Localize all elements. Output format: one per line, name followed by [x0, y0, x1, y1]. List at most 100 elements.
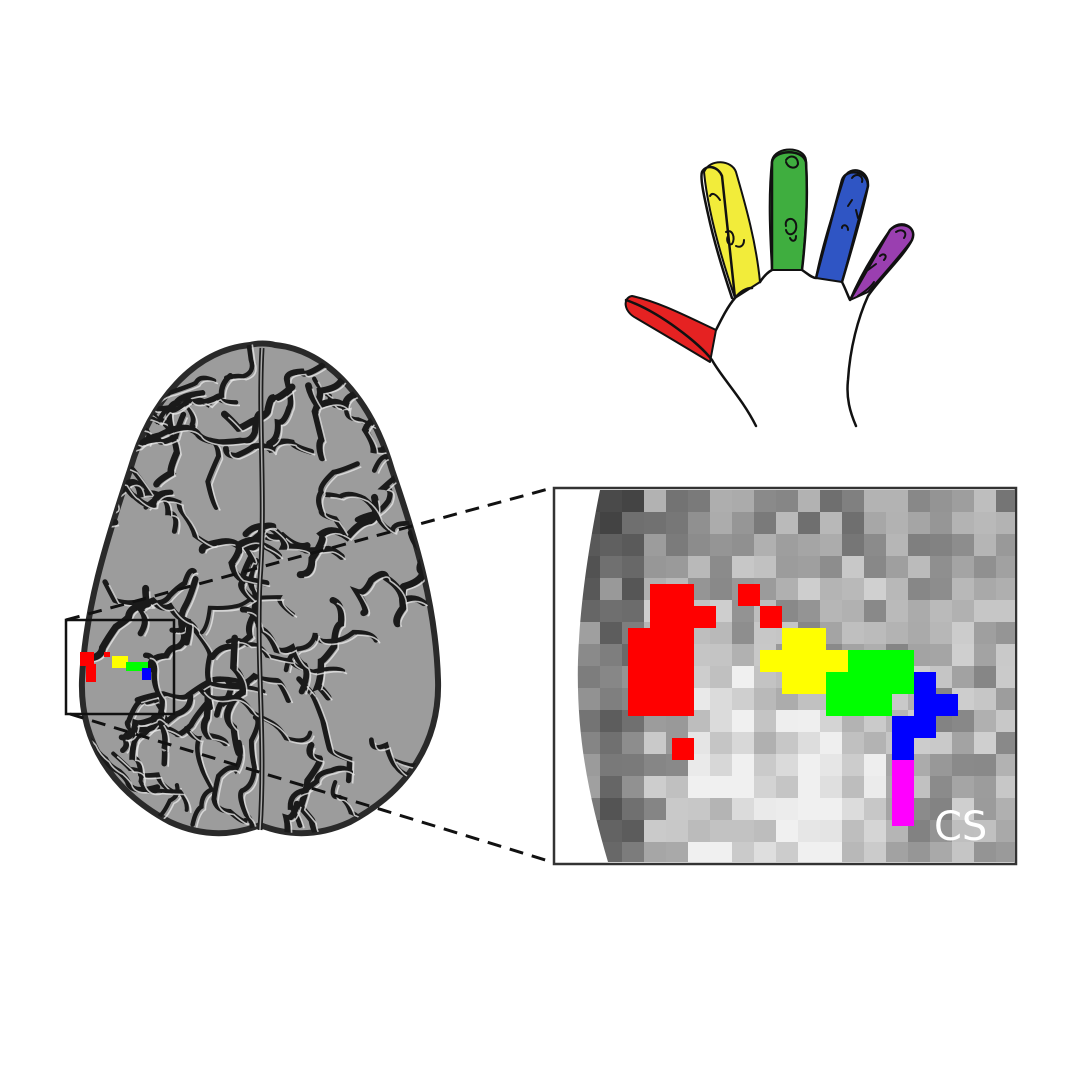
activation-voxel-thumb	[672, 628, 694, 650]
mri-voxel	[952, 666, 974, 688]
mri-voxel	[776, 820, 798, 842]
mri-voxel	[600, 798, 622, 820]
white-matter-line	[125, 699, 196, 742]
mri-voxel	[820, 798, 842, 820]
mri-voxel	[732, 512, 754, 534]
mri-voxel	[710, 776, 732, 798]
mri-voxel	[754, 820, 776, 842]
mri-voxel	[644, 820, 666, 842]
mri-voxel	[974, 842, 996, 862]
mri-voxel	[798, 710, 820, 732]
activation-voxel-thumb	[628, 694, 650, 716]
sulcus-line	[287, 765, 354, 828]
mri-voxel	[600, 556, 622, 578]
mri-voxel	[732, 644, 754, 666]
mri-voxel	[754, 754, 776, 776]
mri-voxel	[600, 710, 622, 732]
mri-voxel	[996, 644, 1015, 666]
mri-voxel	[644, 534, 666, 556]
mri-voxel	[578, 622, 600, 644]
white-matter-line	[359, 576, 429, 617]
mri-voxel	[886, 556, 908, 578]
mri-voxel	[996, 512, 1015, 534]
mri-voxel	[908, 490, 930, 512]
mri-voxel	[908, 578, 930, 600]
mri-voxel	[754, 534, 776, 556]
white-matter-line	[244, 527, 278, 603]
mri-voxel	[974, 578, 996, 600]
mri-voxel	[754, 710, 776, 732]
mri-voxel	[930, 556, 952, 578]
mri-voxel	[732, 776, 754, 798]
mri-voxel	[644, 776, 666, 798]
mri-voxel	[996, 732, 1015, 754]
mri-voxel	[600, 666, 622, 688]
activation-voxel-thumb	[650, 694, 672, 716]
mri-voxel	[908, 512, 930, 534]
mri-voxel	[930, 820, 952, 842]
mri-voxel	[974, 644, 996, 666]
finger-middle	[768, 148, 808, 271]
white-matter-line	[81, 516, 109, 556]
mri-voxel	[974, 600, 996, 622]
activation-voxel-ring	[936, 694, 958, 716]
white-matter-line	[249, 528, 347, 561]
activation-voxel-middle	[892, 650, 914, 672]
mri-voxel	[798, 578, 820, 600]
mri-voxel	[908, 534, 930, 556]
zoom-connector-lines	[65, 486, 553, 864]
sulcus-line	[223, 438, 315, 459]
activation-voxel-little	[892, 782, 914, 804]
mri-voxel	[842, 578, 864, 600]
mri-voxel	[710, 754, 732, 776]
mri-voxel	[732, 534, 754, 556]
white-matter-line	[230, 640, 248, 757]
mri-voxel	[776, 754, 798, 776]
mri-voxel	[600, 732, 622, 754]
zoom-inset: CS	[552, 486, 1018, 866]
mri-voxel	[996, 688, 1015, 710]
activation-voxel-middle	[870, 672, 892, 694]
white-matter-line	[143, 380, 219, 447]
mri-voxel	[864, 534, 886, 556]
mri-voxel	[820, 534, 842, 556]
mri-voxel	[842, 798, 864, 820]
mri-voxel	[622, 842, 644, 862]
mri-voxel	[710, 512, 732, 534]
activation-voxel-little	[892, 760, 914, 782]
mri-voxel	[886, 512, 908, 534]
mri-voxel	[842, 842, 864, 862]
mri-voxel	[644, 754, 666, 776]
finger-thumb	[624, 295, 717, 363]
zoom-source-box	[64, 618, 176, 716]
mri-voxel	[952, 578, 974, 600]
mri-voxel	[952, 534, 974, 556]
mri-voxel	[820, 820, 842, 842]
activation-voxel-thumb	[650, 650, 672, 672]
white-matter-line	[134, 718, 181, 798]
activation-voxel-thumb	[672, 584, 694, 606]
mri-voxel	[842, 556, 864, 578]
mri-voxel	[688, 798, 710, 820]
mri-voxel	[600, 600, 622, 622]
white-matter-line	[233, 806, 302, 834]
mri-voxel	[622, 798, 644, 820]
white-matter-line	[302, 681, 355, 784]
mri-voxel	[974, 688, 996, 710]
activation-voxel-index	[804, 628, 826, 650]
white-matter-line	[81, 401, 107, 482]
activation-voxel-middle	[870, 650, 892, 672]
mri-voxel	[644, 842, 666, 862]
mri-voxel	[886, 534, 908, 556]
white-matter-line	[188, 405, 224, 511]
finger-little	[849, 223, 915, 301]
mri-voxel	[930, 578, 952, 600]
mri-voxel	[578, 710, 600, 732]
mri-voxel	[974, 798, 996, 820]
white-matter-line	[149, 657, 170, 767]
mri-voxel	[974, 732, 996, 754]
mri-voxel	[930, 842, 952, 862]
mri-voxel	[798, 600, 820, 622]
mri-voxel	[754, 490, 776, 512]
